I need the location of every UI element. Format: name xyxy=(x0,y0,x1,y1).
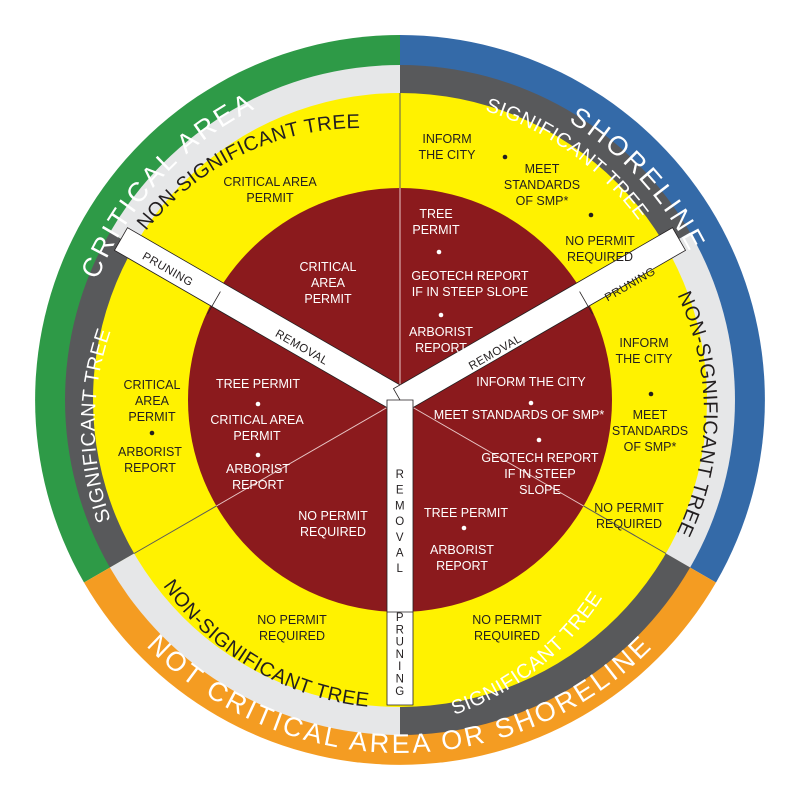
pruning-sh-non-significant-text: INFORM THE CITY MEET STANDARDS OF SMP* NO PER… xyxy=(594,336,688,531)
text-line: ARBORIST xyxy=(226,462,290,476)
band-letter: N xyxy=(396,674,405,686)
removal-nc-non-significant-text: NO PERMIT REQUIRED xyxy=(298,509,368,539)
text-line: REQUIRED xyxy=(474,629,540,643)
text-line: MEET STANDARDS OF SMP* xyxy=(434,408,605,422)
text-line: SLOPE xyxy=(519,483,561,497)
removal-ca-non-significant-text: CRITICAL AREA PERMIT xyxy=(300,260,357,306)
text-line: PERMIT xyxy=(412,223,460,237)
pruning-ca-non-significant-text: CRITICAL AREA PERMIT xyxy=(223,175,317,205)
text-line: REPORT xyxy=(436,559,488,573)
text-line: REQUIRED xyxy=(596,517,662,531)
band-letter: L xyxy=(397,563,404,575)
bullet-dot xyxy=(255,401,261,407)
band-letter: P xyxy=(396,612,404,624)
text-line: INFORM THE CITY xyxy=(476,375,586,389)
band-letter: E xyxy=(396,485,404,497)
text-line: AREA xyxy=(311,276,346,290)
bullet-dot xyxy=(436,249,442,255)
removal-sh-significant-text: TREE PERMIT GEOTECH REPORT IF IN STEEP SLOP… xyxy=(409,207,529,355)
bullet-dot xyxy=(255,452,261,458)
text-line: MEET xyxy=(633,408,668,422)
text-line: OF SMP* xyxy=(624,440,677,454)
removal-dividers xyxy=(216,188,584,507)
text-line: ARBORIST xyxy=(118,445,182,459)
band-letter: U xyxy=(396,637,405,649)
text-line: INFORM xyxy=(619,336,668,350)
text-line: NO PERMIT xyxy=(594,501,664,515)
text-line: NO PERMIT xyxy=(298,509,368,523)
band-letter: O xyxy=(395,516,404,528)
text-line: AREA xyxy=(135,394,170,408)
band-arm-bottom xyxy=(386,399,414,706)
removal-nc-significant-text: TREE PERMIT ARBORIST REPORT xyxy=(424,506,508,573)
text-line: CRITICAL xyxy=(300,260,357,274)
pruning-ca-significant-text: CRITICAL AREA PERMIT ARBORIST REPORT xyxy=(118,378,182,475)
bullet-dot xyxy=(461,525,467,531)
text-line: CRITICAL AREA xyxy=(223,175,317,189)
text-line: THE CITY xyxy=(616,352,674,366)
text-line: THE CITY xyxy=(419,148,477,162)
bullet-dot xyxy=(528,400,534,406)
text-line: NO PERMIT xyxy=(565,234,635,248)
text-line: REQUIRED xyxy=(567,250,633,264)
band-ticks xyxy=(207,291,593,613)
band-letter: A xyxy=(396,548,404,560)
pruning-nc-non-significant-text: NO PERMIT REQUIRED xyxy=(257,613,327,643)
text-line: INFORM xyxy=(422,132,471,146)
text-line: PERMIT xyxy=(304,292,352,306)
text-line: PERMIT xyxy=(233,429,281,443)
text-line: REQUIRED xyxy=(259,629,325,643)
band-letter: M xyxy=(395,500,405,512)
text-line: CRITICAL xyxy=(124,378,181,392)
bullet-dot xyxy=(536,437,542,443)
text-line: NO PERMIT xyxy=(257,613,327,627)
text-line: PERMIT xyxy=(246,191,294,205)
pruning-label-bottom: PRUNING xyxy=(395,612,404,698)
text-line: REPORT xyxy=(415,341,467,355)
band-letter: V xyxy=(396,532,404,544)
text-line: REQUIRED xyxy=(300,525,366,539)
bullet-dot xyxy=(588,212,594,218)
text-line: PERMIT xyxy=(128,410,176,424)
bullet-dot xyxy=(648,391,654,397)
text-line: IF IN STEEP xyxy=(504,467,576,481)
text-line: GEOTECH REPORT xyxy=(481,451,599,465)
text-line: GEOTECH REPORT xyxy=(411,269,529,283)
band-letter: R xyxy=(396,624,405,636)
text-line: TREE xyxy=(419,207,452,221)
text-line: STANDARDS xyxy=(612,424,688,438)
removal-label-bottom: REMOVAL xyxy=(395,469,405,575)
band-letter: G xyxy=(395,686,404,698)
text-line: ARBORIST xyxy=(409,325,473,339)
pruning-nc-significant-text: NO PERMIT REQUIRED xyxy=(472,613,542,643)
text-line: REPORT xyxy=(124,461,176,475)
bullet-dot xyxy=(502,154,508,160)
text-line: OF SMP* xyxy=(516,194,569,208)
band-arms xyxy=(113,227,687,706)
removal-sh-non-significant-text: INFORM THE CITY MEET STANDARDS OF SMP* GEO… xyxy=(434,375,605,497)
band-letter: R xyxy=(396,469,405,481)
text-line: IF IN STEEP SLOPE xyxy=(412,285,528,299)
text-line: CRITICAL AREA xyxy=(210,413,304,427)
text-line: REPORT xyxy=(232,478,284,492)
band-letter: I xyxy=(398,661,402,673)
removal-ca-significant-text: TREE PERMIT CRITICAL AREA PERMIT ARBORIST RE… xyxy=(210,377,304,492)
text-line: NO PERMIT xyxy=(472,613,542,627)
band-letter: N xyxy=(396,649,405,661)
bullet-dot xyxy=(438,312,444,318)
pruning-sh-significant-text: INFORM THE CITY MEET STANDARDS OF SMP* NO PER… xyxy=(419,132,636,264)
text-line: STANDARDS xyxy=(504,178,580,192)
bullet-dot xyxy=(149,430,155,436)
text-line: MEET xyxy=(525,162,560,176)
text-line: ARBORIST xyxy=(430,543,494,557)
text-line: TREE PERMIT xyxy=(216,377,300,391)
text-line: TREE PERMIT xyxy=(424,506,508,520)
